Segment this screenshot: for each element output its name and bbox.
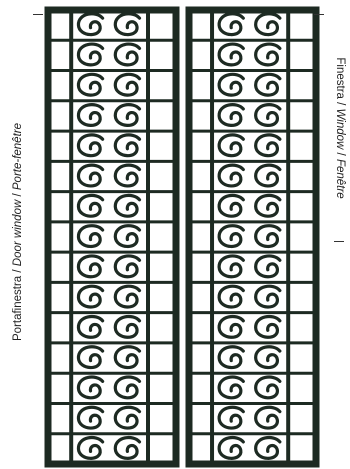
scroll-ornament	[254, 193, 282, 218]
top-right-tick	[314, 14, 324, 15]
scroll-ornament	[254, 163, 282, 188]
scroll-ornament	[217, 405, 245, 430]
scroll-ornament	[76, 163, 105, 188]
scroll-ornament	[254, 224, 282, 249]
scroll-ornament	[254, 405, 282, 430]
scroll-ornament	[254, 133, 282, 158]
scroll-ornament	[76, 103, 105, 127]
scroll-ornament	[217, 72, 245, 97]
right-label-tick	[334, 241, 344, 242]
scroll-ornament	[113, 12, 142, 37]
scroll-ornament	[217, 103, 245, 127]
scroll-ornament	[113, 345, 142, 370]
grille-panel-right	[185, 6, 320, 468]
label-english: Door window	[12, 199, 24, 267]
scroll-ornament	[76, 224, 105, 249]
scroll-ornament	[76, 284, 105, 309]
scroll-ornament	[254, 284, 282, 309]
scroll-ornament	[113, 72, 142, 97]
scroll-ornament	[76, 42, 105, 67]
scroll-ornament	[254, 435, 282, 460]
window-label: Finestra / Window / Fenêtre	[334, 57, 346, 199]
top-left-tick	[33, 14, 43, 15]
scroll-ornament	[217, 133, 245, 158]
scroll-ornament	[113, 284, 142, 309]
scroll-ornament	[254, 314, 282, 339]
scroll-ornament	[217, 12, 245, 37]
scroll-ornament	[217, 254, 245, 279]
scroll-ornament	[113, 193, 142, 218]
scroll-ornament	[76, 405, 105, 430]
scroll-ornament	[217, 435, 245, 460]
scroll-ornament	[113, 254, 142, 279]
scroll-ornament	[217, 314, 245, 339]
scroll-ornament	[217, 163, 245, 188]
scroll-ornament	[113, 435, 142, 460]
scroll-ornament	[113, 405, 142, 430]
scroll-ornament	[254, 42, 282, 67]
scroll-ornament	[76, 375, 105, 400]
scroll-ornament	[254, 103, 282, 127]
scroll-ornament	[217, 193, 245, 218]
label-french: Fenêtre	[334, 158, 346, 199]
scroll-ornament	[217, 42, 245, 67]
scroll-ornament	[113, 375, 142, 400]
label-main: Finestra	[334, 57, 346, 99]
scroll-ornament	[76, 12, 105, 37]
scroll-ornament	[254, 72, 282, 97]
label-english: Window	[334, 108, 346, 150]
scroll-ornament	[254, 345, 282, 370]
scroll-ornament	[76, 435, 105, 460]
scroll-ornament	[113, 163, 142, 188]
scroll-ornament	[113, 42, 142, 67]
scroll-ornament	[254, 12, 282, 37]
scroll-ornament	[76, 133, 105, 158]
scroll-ornament	[113, 314, 142, 339]
scroll-ornament	[76, 314, 105, 339]
scroll-ornament	[254, 254, 282, 279]
label-french: Porte-fenêtre	[12, 123, 24, 191]
door-window-label: Portafinestra / Door window / Porte-fenê…	[12, 123, 24, 341]
scroll-ornament	[217, 375, 245, 400]
scroll-ornament	[217, 284, 245, 309]
scroll-ornament	[113, 133, 142, 158]
scroll-ornament	[217, 224, 245, 249]
scroll-ornament	[76, 193, 105, 218]
label-main: Portafinestra	[12, 275, 24, 341]
scroll-ornament	[217, 345, 245, 370]
scroll-ornament	[76, 254, 105, 279]
scroll-ornament	[254, 375, 282, 400]
scroll-ornament	[113, 224, 142, 249]
scroll-ornament	[113, 103, 142, 127]
scroll-ornament	[76, 345, 105, 370]
panel-frame	[44, 6, 180, 468]
scroll-ornament	[76, 72, 105, 97]
panel-frame	[185, 6, 320, 468]
grille-panel-left	[44, 6, 180, 468]
